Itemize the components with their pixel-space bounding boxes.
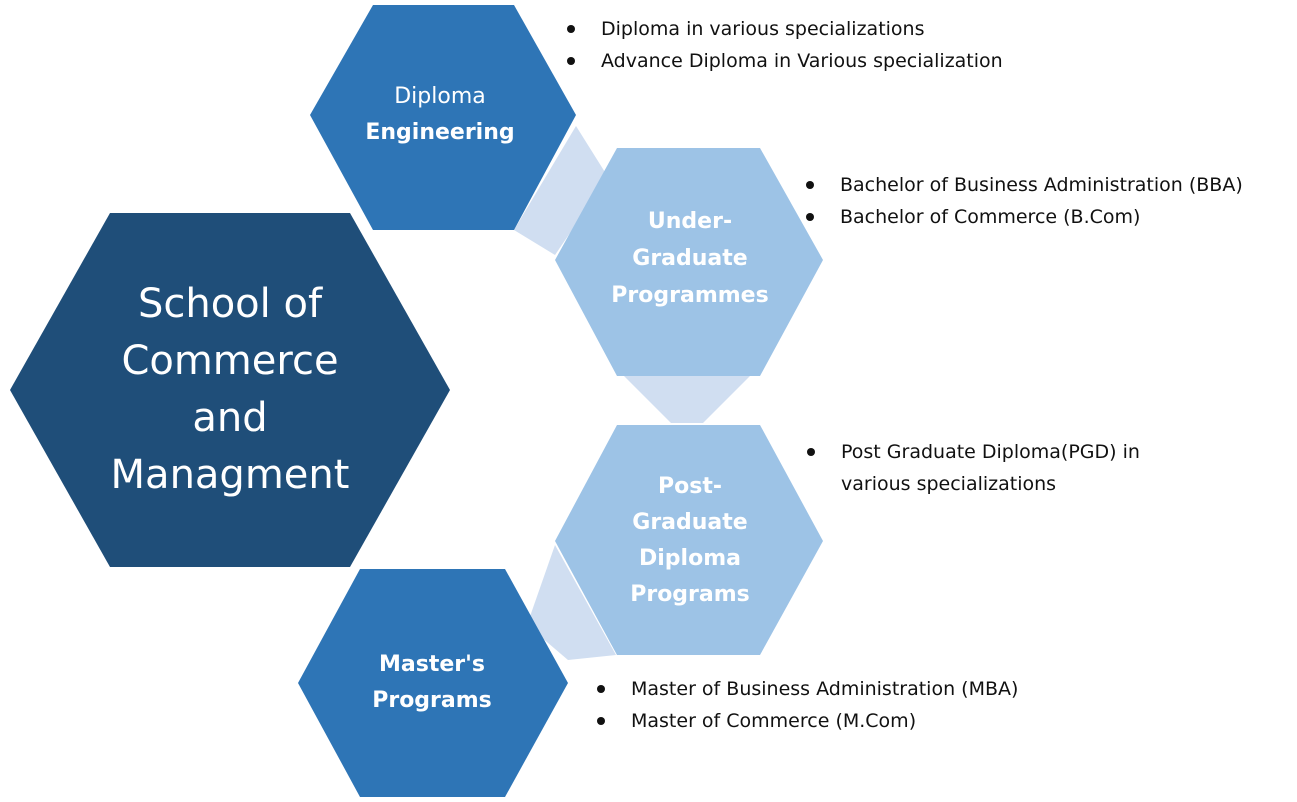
pgd-line: Post-	[658, 474, 722, 499]
diploma-label: Diploma Engineering	[330, 75, 550, 155]
list-item: Advance Diploma in Various specializatio…	[564, 45, 1084, 77]
center-label: School of Commerce and Managment	[40, 270, 420, 510]
pgd-line: Diploma	[639, 546, 741, 571]
list-item: Bachelor of Commerce (B.Com)	[803, 201, 1293, 233]
pgd-list: Post Graduate Diploma(PGD) in various sp…	[804, 436, 1194, 500]
masters-line: Programs	[372, 688, 492, 713]
ug-line: Graduate	[632, 245, 748, 271]
masters-hexagon	[298, 569, 568, 797]
pgd-hexagon	[555, 425, 823, 655]
center-line: Managment	[110, 452, 350, 498]
diploma-hexagon	[310, 5, 576, 230]
connector-diploma-ug	[514, 126, 608, 255]
center-line: Commerce	[121, 338, 339, 384]
masters-line: Master's	[379, 652, 485, 677]
list-item: Diploma in various specializations	[564, 13, 1084, 45]
list-item: Master of Commerce (M.Com)	[594, 705, 1114, 737]
ug-label: Under- Graduate Programmes	[580, 200, 800, 316]
center-line: School of	[137, 281, 323, 327]
diploma-line: Diploma	[394, 84, 486, 109]
list-item: Post Graduate Diploma(PGD) in various sp…	[804, 436, 1194, 500]
center-line: and	[192, 395, 268, 441]
pgd-label: Post- Graduate Diploma Programs	[580, 467, 800, 615]
ug-line: Under-	[647, 208, 733, 234]
ug-line: Programmes	[611, 282, 769, 308]
list-item: Bachelor of Business Administration (BBA…	[803, 169, 1293, 201]
masters-label: Master's Programs	[322, 643, 542, 723]
center-hexagon	[10, 213, 450, 567]
list-item: Master of Business Administration (MBA)	[594, 673, 1114, 705]
diploma-list: Diploma in various specializations Advan…	[564, 13, 1084, 77]
ug-list: Bachelor of Business Administration (BBA…	[803, 169, 1293, 233]
masters-list: Master of Business Administration (MBA) …	[594, 673, 1114, 737]
connector-ug-pgd	[624, 376, 750, 423]
connector-pgd-masters	[527, 545, 616, 660]
pgd-line: Programs	[630, 582, 750, 607]
diploma-line: Engineering	[365, 120, 515, 145]
pgd-line: Graduate	[632, 510, 748, 535]
ug-hexagon	[555, 148, 823, 376]
